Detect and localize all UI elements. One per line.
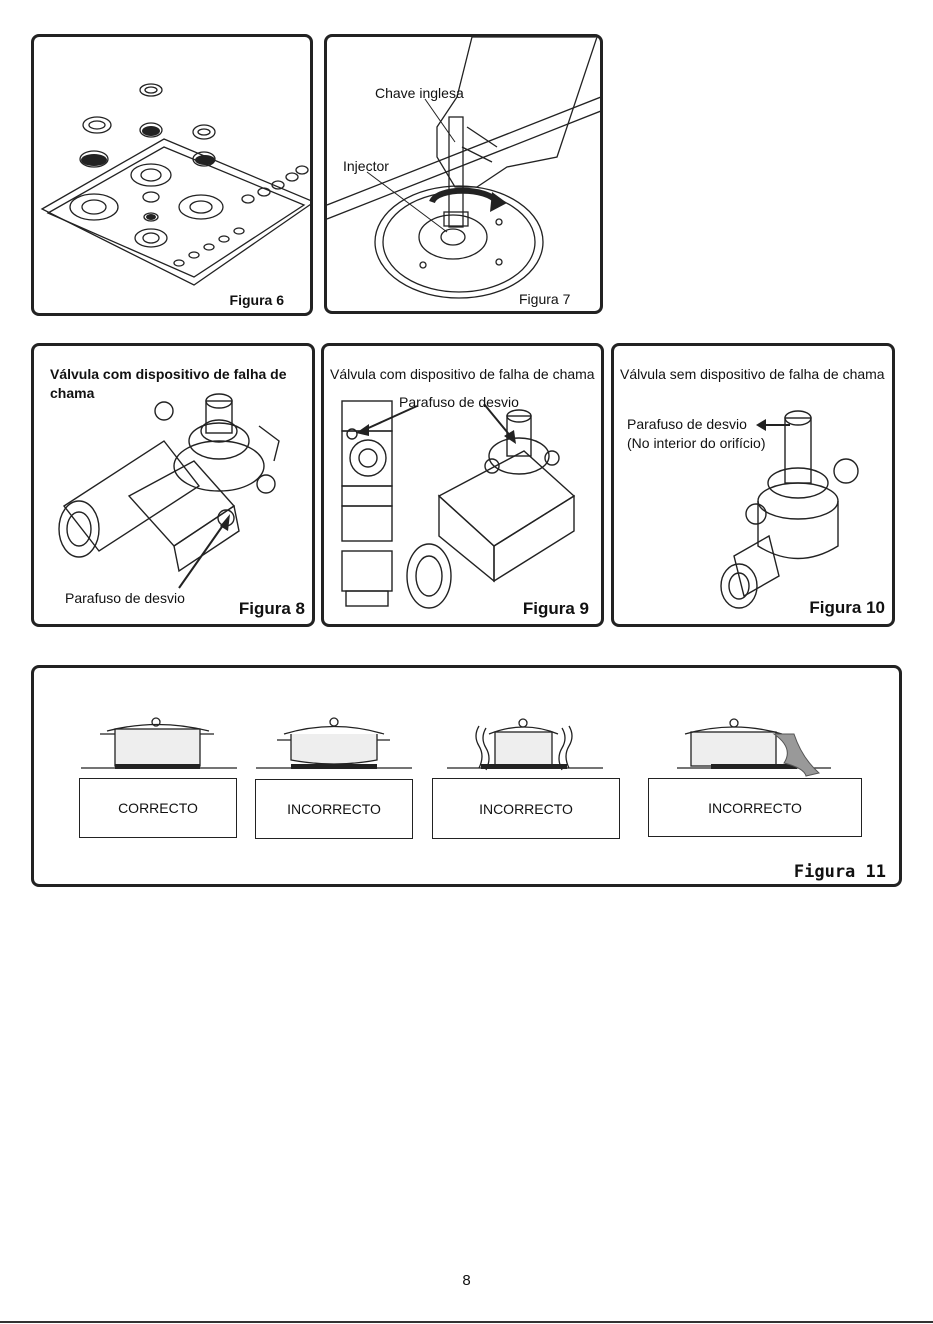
figure-9-title: Válvula com dispositivo de falha de cham… bbox=[330, 366, 595, 382]
figure-11-panel: CORRECTO INCORRECTO INCORRECTO INCORRECT… bbox=[31, 665, 902, 887]
figure-10-screw-label-line2: (No interior do orifício) bbox=[627, 435, 766, 451]
figure-8-panel: Válvula com dispositivo de falha de cham… bbox=[31, 343, 315, 627]
valve-with-flame-failure-alt-illustration bbox=[341, 400, 576, 609]
figure-10-caption: Figura 10 bbox=[809, 598, 885, 617]
correct-box: CORRECTO bbox=[79, 778, 237, 838]
footer-divider bbox=[0, 1321, 933, 1323]
pot-positions-illustration bbox=[81, 717, 831, 777]
figure-8-caption: Figura 8 bbox=[238, 599, 305, 618]
injector-label: Injector bbox=[343, 158, 389, 174]
figure-7-panel: Chave inglesa Injector Figura 7 bbox=[324, 34, 603, 314]
figure-10-panel: Válvula sem dispositivo de falha de cham… bbox=[611, 343, 895, 627]
figure-7-caption: Figura 7 bbox=[519, 291, 571, 307]
injector-wrench-illustration bbox=[327, 37, 600, 299]
figure-6-panel: Figura 6 bbox=[31, 34, 313, 316]
figure-9-panel: Válvula com dispositivo de falha de cham… bbox=[321, 343, 604, 627]
valve-without-flame-failure-illustration bbox=[720, 410, 859, 609]
wrench-label: Chave inglesa bbox=[375, 85, 464, 101]
incorrect-box-1: INCORRECTO bbox=[255, 779, 413, 839]
valve-with-flame-failure-illustration bbox=[58, 393, 280, 589]
figure-9-caption: Figura 9 bbox=[522, 599, 589, 618]
figure-9-screw-label: Parafuso de desvio bbox=[399, 394, 519, 410]
figure-11-caption: Figura 11 bbox=[793, 862, 886, 882]
incorrect-box-2: INCORRECTO bbox=[432, 778, 620, 839]
figure-8-title-line1: Válvula com dispositivo de falha de bbox=[50, 366, 287, 382]
page-number: 8 bbox=[462, 1272, 471, 1289]
figure-6-caption: Figura 6 bbox=[229, 292, 284, 308]
figure-10-screw-label-line1: Parafuso de desvio bbox=[627, 416, 747, 432]
figure-10-title: Válvula sem dispositivo de falha de cham… bbox=[620, 366, 885, 382]
figure-8-screw-label: Parafuso de desvio bbox=[65, 590, 185, 606]
incorrect-box-3: INCORRECTO bbox=[648, 778, 862, 837]
figure-8-title-line2: chama bbox=[50, 385, 95, 401]
cooktop-illustration bbox=[40, 83, 310, 286]
